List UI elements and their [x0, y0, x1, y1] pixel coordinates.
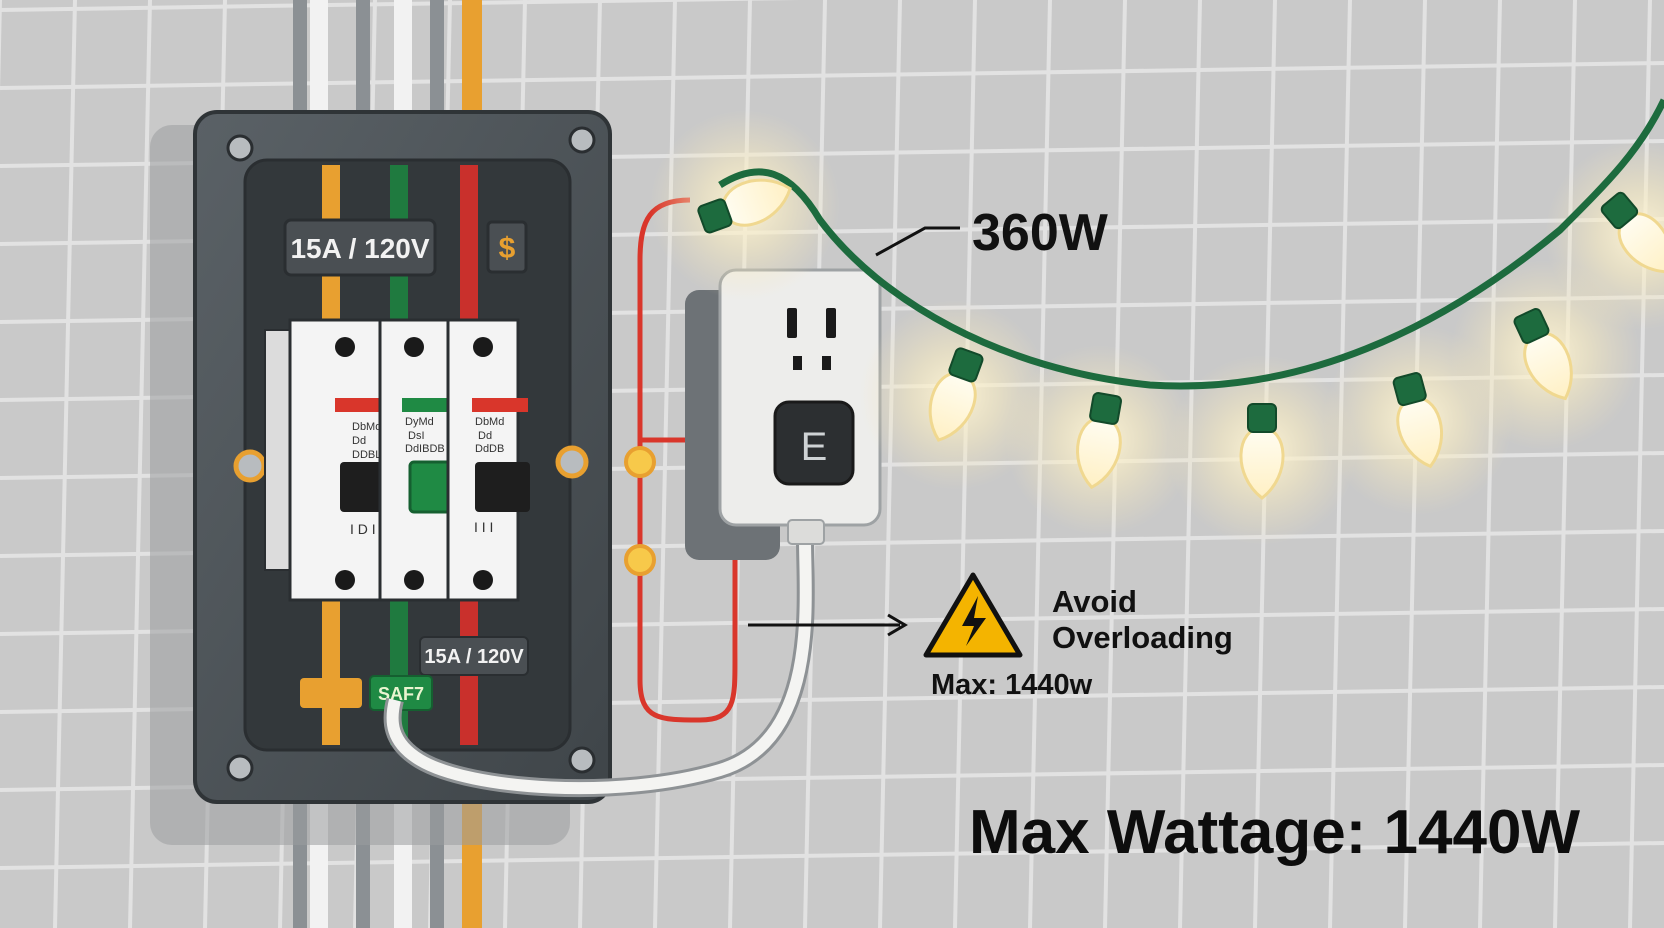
light-bulbs	[697, 178, 1664, 500]
bulb-socket	[1089, 392, 1122, 425]
bulb-glass	[1396, 396, 1443, 469]
wall-grid-line	[1553, 0, 1577, 928]
breaker-left-toggle[interactable]	[340, 462, 390, 512]
light-string-wire	[718, 98, 1664, 390]
breaker-middle-text-3: DdIBDB	[405, 443, 445, 455]
breaker-left-bottom-text: I D I	[350, 521, 376, 537]
light-bulb	[697, 178, 792, 234]
breaker-modules: DbMd Dd DDBL I D I DyMd DsI DdIBDB DbMd …	[264, 318, 530, 602]
warning-triangle-icon	[923, 572, 1023, 658]
breaker-middle[interactable]: DyMd DsI DdIBDB	[378, 318, 467, 602]
warning-title-line-1: Avoid	[1052, 584, 1137, 619]
bulb-glow	[1545, 140, 1664, 330]
max-wattage-label: Max Wattage: 1440W	[969, 798, 1580, 867]
outlet-button-label: E	[801, 425, 828, 469]
rating-label-top: 15A / 120V	[283, 218, 437, 277]
breaker-left[interactable]: DbMd Dd DDBL I D I	[288, 318, 395, 602]
dollar-icon: $	[486, 220, 528, 274]
wall-outlet: E	[685, 268, 882, 560]
wall-grid-line	[0, 61, 1664, 90]
power-callout: 360W	[875, 204, 1109, 262]
outlet-socket[interactable]	[787, 308, 836, 370]
rating-label-bottom: 15A / 120V	[419, 636, 529, 676]
wall-grid-line	[0, 0, 799, 12]
fuse-tag	[300, 678, 362, 708]
light-bulb	[1392, 372, 1443, 469]
bulb-socket	[1513, 308, 1550, 344]
breaker-right[interactable]: DbMd Dd DdDB I I I	[446, 318, 530, 602]
dollar-icon-label: $	[499, 232, 516, 265]
plug-head	[787, 519, 825, 545]
bulb-glass	[1076, 416, 1122, 490]
breaker-right-toggle[interactable]	[475, 462, 530, 512]
bulb-socket	[697, 198, 733, 234]
rating-label-bottom-text: 15A / 120V	[424, 646, 524, 668]
bulb-socket	[1392, 372, 1427, 407]
light-bulb	[928, 347, 984, 442]
light-bulb	[1076, 392, 1122, 490]
breaker-right-bottom-text: I I I	[474, 519, 493, 535]
light-bulb	[1513, 308, 1573, 401]
light-bulb	[1239, 403, 1285, 500]
breaker-middle-text-1: DyMd	[405, 416, 434, 428]
light-bulb	[1600, 191, 1664, 274]
bulb-glass	[1617, 212, 1664, 274]
outlet-reset-button[interactable]	[773, 400, 855, 486]
bulb-glass	[721, 178, 792, 227]
bulb-glass	[1239, 426, 1285, 500]
warning-title-line-2: Overloading	[1052, 620, 1233, 655]
breaker-right-text-1: DbMd	[475, 416, 504, 428]
bulb-socket	[948, 347, 984, 383]
breaker-left-text-3: DDBL	[352, 449, 381, 461]
bulb-glass	[1523, 331, 1573, 401]
breaker-left-text-2: Dd	[352, 435, 366, 447]
rating-label-top-text: 15A / 120V	[290, 233, 429, 264]
wall-grid-line	[0, 841, 1664, 870]
safety-tag-text: SAF7	[378, 684, 424, 704]
red-circuit-wire	[637, 197, 738, 723]
wire-junction-lower	[624, 544, 656, 576]
power-label: 360W	[972, 204, 1109, 262]
bulb-socket	[1600, 191, 1639, 230]
warning-callout: Avoid Overloading Max: 1440w	[748, 572, 1233, 701]
breaker-middle-stripe	[402, 398, 458, 412]
breaker-right-text-2: Dd	[478, 430, 492, 442]
wall-grid-line	[128, 0, 152, 928]
plug-cord	[386, 539, 812, 795]
wire-junction-upper	[624, 446, 656, 478]
breaker-right-stripe	[472, 398, 528, 412]
breaker-left-text-1: DbMd	[352, 421, 381, 433]
breaker-right-text-3: DdDB	[475, 443, 504, 455]
breaker-middle-text-2: DsI	[408, 430, 425, 442]
warning-max-label: Max: 1440w	[931, 669, 1093, 701]
bulb-socket	[1247, 403, 1277, 433]
bulb-glass	[928, 371, 977, 442]
wall-grid-line	[53, 0, 77, 928]
